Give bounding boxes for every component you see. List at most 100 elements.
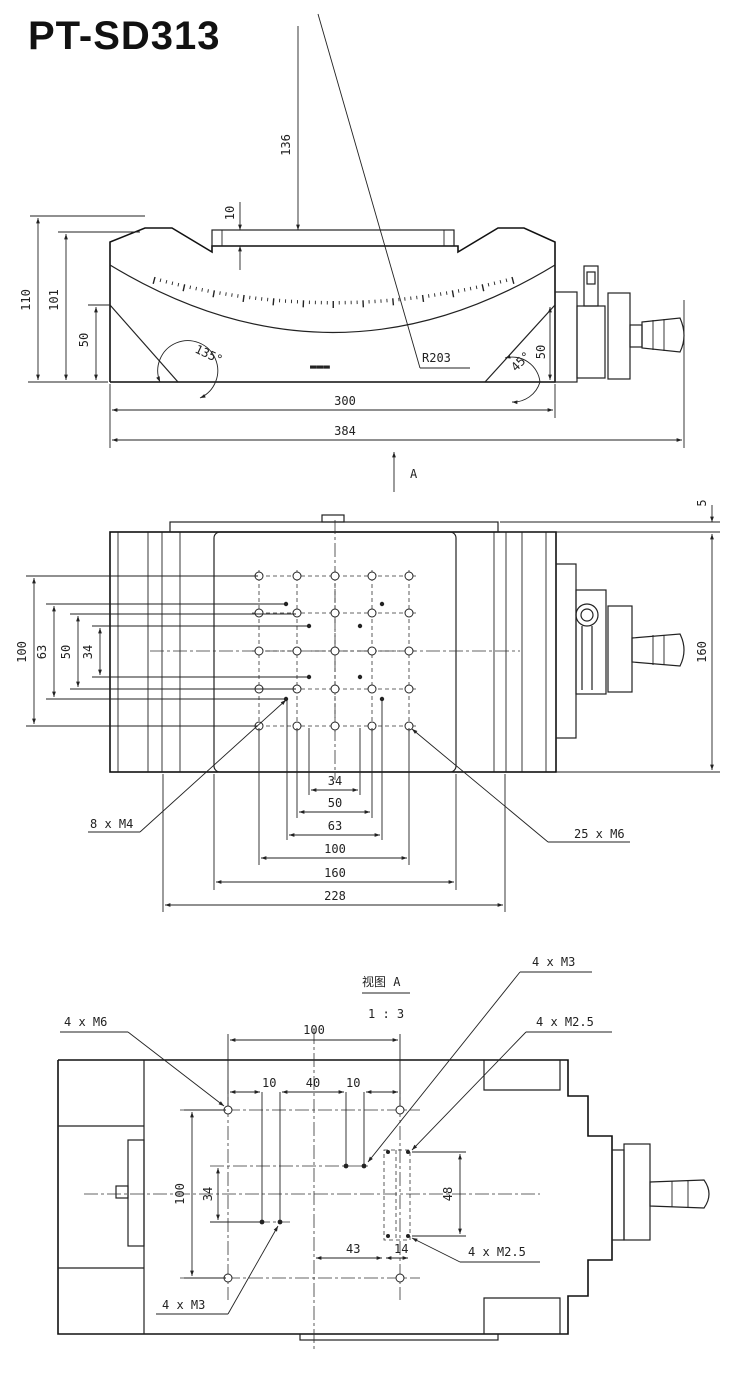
- callout-a-4xm25-bottom: 4 x M2.5: [468, 1245, 526, 1259]
- scale-tick: [212, 290, 216, 298]
- m4-hole: [357, 674, 363, 680]
- scale-tick: [219, 291, 221, 295]
- dim-r203: R203: [422, 351, 451, 365]
- m6-hole: [330, 721, 340, 731]
- dim-v100: 100: [15, 641, 29, 663]
- scale-tick: [159, 278, 162, 283]
- m6-hole: [330, 608, 340, 618]
- m6-hole: [404, 608, 414, 618]
- scale-tick: [171, 281, 174, 286]
- m4-hole: [379, 696, 385, 702]
- m6-hole: [404, 684, 414, 694]
- callout-25xm6: 25 x M6: [574, 827, 625, 841]
- view-arrow-label: A: [410, 467, 418, 481]
- hole-grid: [150, 520, 520, 780]
- m6-hole: [292, 646, 302, 656]
- dim-a-v34: 34: [201, 1187, 215, 1201]
- angle-135: 135°: [193, 342, 225, 367]
- m3-hole: [277, 1219, 283, 1225]
- scale-tick: [493, 281, 496, 286]
- dim-w63: 63: [328, 819, 342, 833]
- leader-r203: [317, 13, 421, 369]
- scale-tick: [242, 294, 245, 303]
- m6-hole: [254, 608, 264, 618]
- dim-v34: 34: [81, 645, 95, 659]
- m6-hole: [330, 571, 340, 581]
- dim-a-w43: 43: [346, 1242, 360, 1256]
- m4-hole: [379, 601, 385, 607]
- drawing-title: PT-SD313: [28, 14, 221, 58]
- dim-10: 10: [223, 206, 237, 220]
- angle-scale-ticks: [152, 276, 515, 308]
- m6-hole: [330, 684, 340, 694]
- dim-a-w10b: 10: [346, 1076, 360, 1090]
- scale-tick: [487, 282, 490, 287]
- scale-tick: [434, 293, 436, 297]
- m6-hole: [367, 608, 377, 618]
- scale-tick: [505, 278, 508, 283]
- m6-hole: [367, 571, 377, 581]
- m4-hole: [306, 674, 312, 680]
- dim-w228: 228: [324, 889, 346, 903]
- callout-8xm4: 8 x M4: [90, 817, 133, 831]
- scale-tick: [272, 298, 275, 306]
- m6-hole: [254, 646, 264, 656]
- scale-tick: [445, 291, 448, 295]
- scale-tick: [469, 286, 472, 291]
- scale-tick: [481, 284, 485, 292]
- bottom-view-a: 视图 A 1 : 3: [57, 955, 710, 1350]
- m6-hole: [404, 571, 414, 581]
- scale-tick: [201, 288, 203, 292]
- scale-tick: [392, 298, 395, 306]
- m25-hole: [406, 1234, 410, 1238]
- scale-tick: [152, 276, 156, 284]
- scale-tick: [195, 286, 197, 291]
- dim-w160: 160: [324, 866, 346, 880]
- m6-hole: [330, 646, 340, 656]
- m6-hole: [395, 1105, 405, 1115]
- scale-tick: [177, 282, 180, 287]
- m3-hole: [259, 1219, 265, 1225]
- view-a-title: 视图 A: [362, 974, 401, 989]
- scale-tick: [207, 289, 209, 293]
- scale-tick: [463, 288, 466, 292]
- scale-tick: [457, 289, 460, 293]
- scale-tick: [231, 293, 233, 297]
- m25-hole: [406, 1150, 410, 1154]
- m6-hole: [292, 571, 302, 581]
- callout-a-4xm6: 4 x M6: [64, 1015, 107, 1029]
- dim-5: 5: [695, 499, 709, 506]
- scale-tick: [165, 279, 168, 284]
- m25-hole: [386, 1150, 390, 1154]
- m4-hole: [357, 623, 363, 629]
- m6-hole: [404, 646, 414, 656]
- scale-tick: [475, 285, 478, 290]
- dim-50-left: 50: [77, 333, 91, 347]
- scale-tick: [189, 285, 192, 290]
- dim-50-right: 50: [534, 345, 548, 359]
- dim-w100: 100: [324, 842, 346, 856]
- dim-a-w10a: 10: [262, 1076, 276, 1090]
- scale-tick: [451, 290, 455, 298]
- dim-a-w40: 40: [306, 1076, 320, 1090]
- dim-a-w14: 14: [394, 1242, 408, 1256]
- scale-tick: [182, 284, 186, 292]
- m3-hole: [361, 1163, 367, 1169]
- scale-tick: [499, 279, 502, 284]
- dim-a-v100: 100: [173, 1183, 187, 1205]
- dim-w34: 34: [328, 774, 342, 788]
- front-view: ▬▬▬ 136 R203 10 110 101 50 50 135° 45°: [19, 13, 685, 492]
- m6-hole: [292, 608, 302, 618]
- dim-136: 136: [279, 134, 293, 156]
- dim-v50: 50: [59, 645, 73, 659]
- scale-tick: [511, 276, 515, 284]
- dim-101: 101: [47, 289, 61, 311]
- dim-w50: 50: [328, 796, 342, 810]
- scale-tick: [421, 294, 425, 303]
- m25-hole: [386, 1234, 390, 1238]
- dim-110: 110: [19, 289, 33, 311]
- dim-160: 160: [695, 641, 709, 663]
- dim-a-w100: 100: [303, 1023, 325, 1037]
- callout-a-4xm3-bottom: 4 x M3: [162, 1298, 205, 1312]
